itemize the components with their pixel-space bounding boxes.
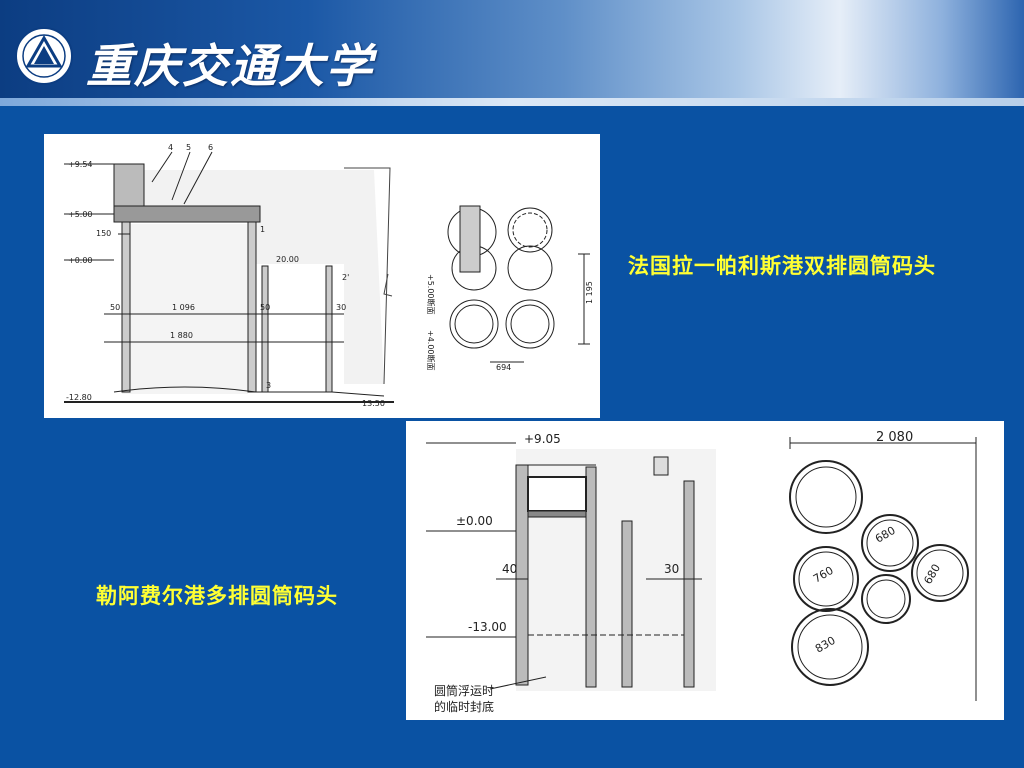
fig1-num-3: 3 [266,381,271,390]
fig2-dim-680a: 680 [873,524,898,546]
figure2-caption: 勒阿费尔港多排圆筒码头 [96,584,338,608]
fig1-dim-50a: 50 [110,303,120,312]
header-divider [0,98,1024,106]
fig2-dim-30: 30 [664,562,679,576]
fig2-level-m1300: -13.00 [468,620,507,634]
fig1-dim-50b: 50 [260,303,270,312]
fig1-num-5: 5 [186,143,191,152]
fig1-level-954: +9.54 [68,160,93,169]
fig1-level-500: +5.00 [68,210,93,219]
fig1-section-400: +4.00断面 [426,330,436,371]
fig1-dim-1195: 1 195 [585,281,594,304]
figure1-caption: 法国拉一帕利斯港双排圆筒码头 [628,254,936,278]
fig2-plan-view [789,437,977,701]
fig1-num-2p: 2' [342,273,349,282]
figure2-drawing-panel: +9.05 ±0.00 -13.00 40 30 圆筒浮运时 的临时封底 2 0… [406,421,1004,720]
fig2-level-000: ±0.00 [456,514,493,528]
university-name: 重庆交通大学 [86,39,374,93]
fig1-level-m1280: -12.80 [66,393,92,402]
figure1-drawing-panel: +9.54 +5.00 +0.00 20.00 -12.80 13.50 150… [44,134,600,418]
fig1-level-m1350: 13.50 [362,399,385,408]
fig1-dim-1096: 1 096 [172,303,195,312]
fig1-dim-694: 694 [496,363,511,372]
university-emblem-icon [15,27,73,85]
fig1-level-2000: 20.00 [276,255,299,264]
fig1-num-4: 4 [168,143,173,152]
fig1-num-1: 1 [260,225,265,234]
fig2-dim-680b: 680 [921,562,943,587]
fig1-plan-view [447,205,590,363]
fig1-dim-150: 150 [96,229,111,238]
fig1-dim-1880: 1 880 [170,331,193,340]
figure2-drawing: +9.05 ±0.00 -13.00 40 30 圆筒浮运时 的临时封底 2 0… [426,430,977,714]
fig2-dim-40: 40 [502,562,517,576]
fig2-dim-830: 830 [813,634,838,656]
header-banner: 重庆交通大学 [0,0,1024,106]
fig1-level-000: +0.00 [68,256,93,265]
fig2-note-line2: 的临时封底 [434,699,494,714]
fig1-dim-30: 30 [336,303,346,312]
fig2-dim-760: 760 [811,564,836,586]
figure1-drawing: +9.54 +5.00 +0.00 20.00 -12.80 13.50 150… [64,143,594,408]
fig2-level-905: +9.05 [524,432,561,446]
fig1-section-500: +5.00断面 [426,274,436,315]
fig1-num-6: 6 [208,143,213,152]
fig2-dim-2080: 2 080 [876,430,913,445]
fig2-note-line1: 圆筒浮运时 [434,683,494,698]
